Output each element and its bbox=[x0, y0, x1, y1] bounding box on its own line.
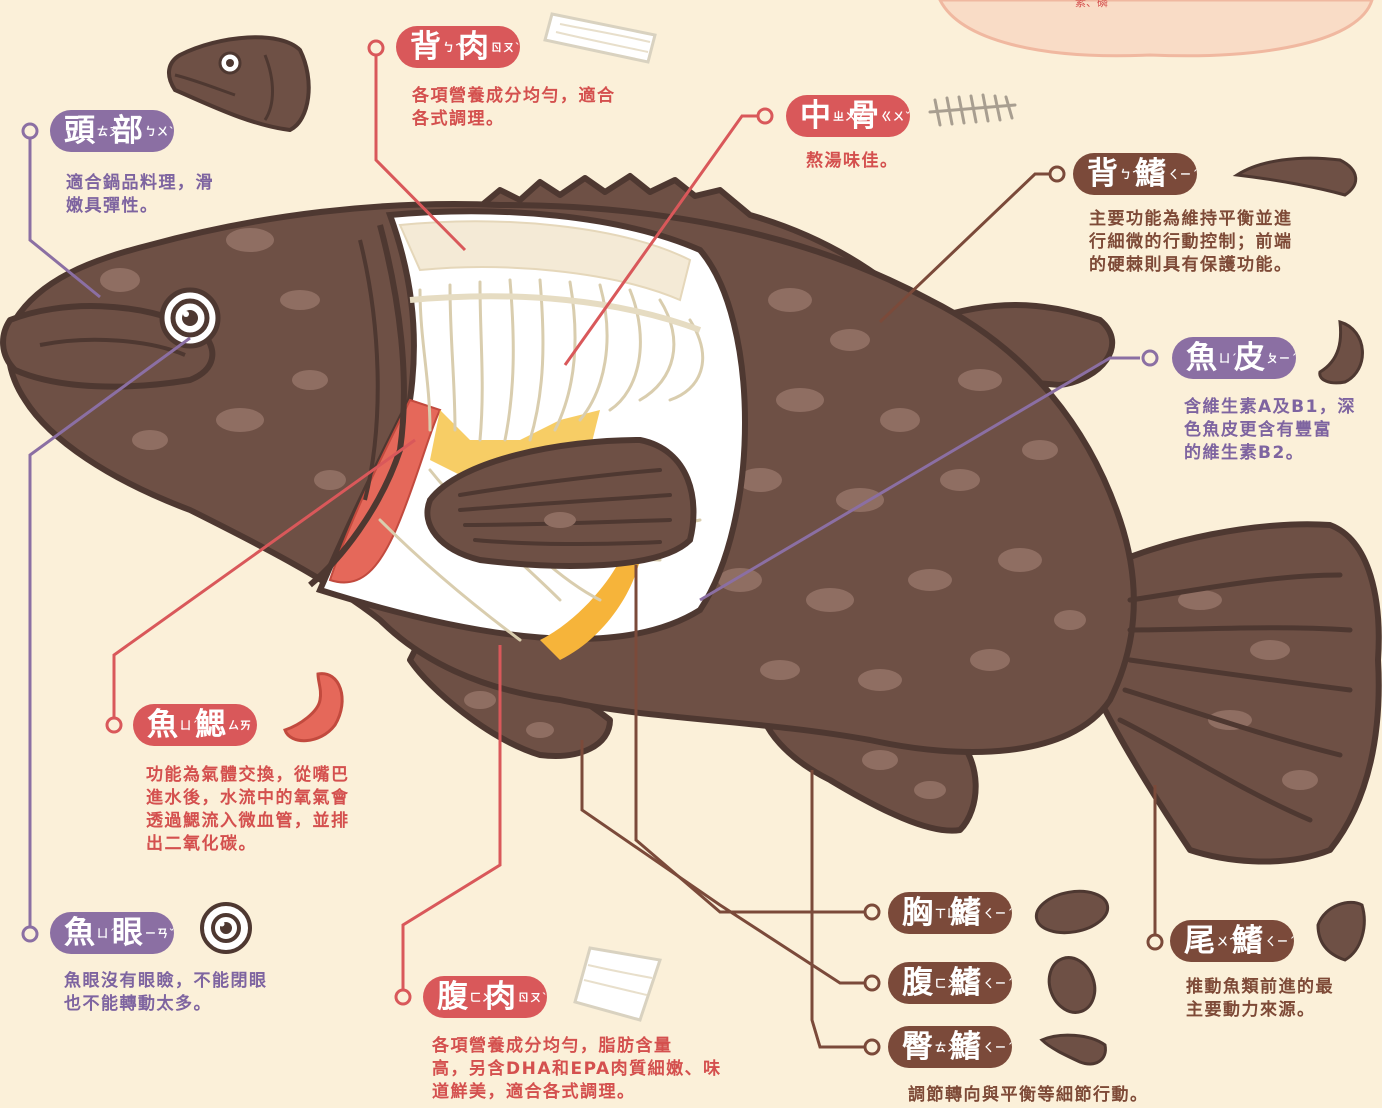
spine-illustration bbox=[930, 95, 1015, 125]
desc-belly-meat: 各項營養成分均勻，脂肪含量 高，另含DHA和EPA肉質細嫩、味 道鮮美，適合各式… bbox=[432, 1035, 722, 1104]
fish-head-illustration bbox=[169, 37, 309, 130]
desc-dorsal-fin: 主要功能為維持平衡並進 行細微的行動控制；前端 的硬棘則具有保護功能。 bbox=[1089, 208, 1293, 277]
pectoral-fin-illustration bbox=[1033, 886, 1111, 938]
desc-skin: 含維生素A及B1，深 色魚皮更含有豐富 的維生素B2。 bbox=[1184, 396, 1356, 465]
tag-dorsal-fin: 背ㄅㄟˋ 鰭ㄑㄧˊ bbox=[1073, 153, 1197, 195]
tag-back-meat: 背ㄅㄟˋ 肉ㄖㄡˋ bbox=[396, 26, 520, 68]
skin-illustration bbox=[1320, 322, 1363, 383]
tag-pectoral-fin: 胸ㄒㄩㄥ 鰭ㄑㄧˊ bbox=[888, 892, 1012, 934]
tag-anal-fin: 臀ㄊㄨㄣˊ 鰭ㄑㄧˊ bbox=[888, 1026, 1012, 1068]
gill-illustration bbox=[285, 674, 342, 741]
tag-head: 頭ㄊㄡˊ 部ㄅㄨˋ bbox=[50, 110, 174, 152]
tag-tail-fin: 尾ㄨㄟˇ 鰭ㄑㄧˊ bbox=[1170, 920, 1294, 962]
eye-illustration bbox=[202, 904, 250, 952]
fish-eye bbox=[162, 290, 218, 346]
tag-pelvic-fin: 腹ㄈㄨˋ 鰭ㄑㄧˊ bbox=[888, 962, 1012, 1004]
desc-tail-fin: 推動魚類前進的最 主要動力來源。 bbox=[1186, 976, 1334, 1022]
back-meat-illustration bbox=[545, 14, 655, 62]
tag-skin: 魚ㄩˊ 皮ㄆㄧˊ bbox=[1172, 337, 1296, 379]
corner-cloud bbox=[940, 0, 1372, 56]
tag-eye: 魚ㄩˊ 眼ㄧㄢˇ bbox=[50, 912, 174, 954]
tag-belly-meat: 腹ㄈㄨˋ 肉ㄖㄡˋ bbox=[423, 976, 547, 1018]
pelvic-fin-illustration bbox=[1042, 951, 1102, 1019]
corner-text: 素、磷 bbox=[1075, 0, 1108, 9]
desc-gill: 功能為氣體交換，從嘴巴 進水後，水流中的氧氣會 透過鰓流入微血管，並排 出二氧化… bbox=[146, 764, 350, 856]
tail-fin-illustration bbox=[1318, 902, 1364, 960]
desc-eye: 魚眼沒有眼瞼，不能閉眼 也不能轉動太多。 bbox=[64, 970, 268, 1016]
dorsal-fin-illustration bbox=[1237, 158, 1356, 195]
anal-fin-illustration bbox=[1042, 1035, 1105, 1064]
desc-back-meat: 各項營養成分均勻，適合 各式調理。 bbox=[412, 85, 616, 131]
desc-fins: 調節轉向與平衡等細節行動。 bbox=[908, 1084, 1149, 1107]
tag-spine: 中ㄓㄨㄥ 骨ㄍㄨˇ bbox=[786, 95, 910, 137]
belly-meat-illustration bbox=[575, 948, 660, 1020]
desc-head: 適合鍋品料理，滑 嫩具彈性。 bbox=[66, 172, 214, 218]
tag-gill: 魚ㄩˊ 鰓ㄙㄞ bbox=[133, 704, 257, 746]
desc-spine: 熬湯味佳。 bbox=[806, 150, 899, 173]
